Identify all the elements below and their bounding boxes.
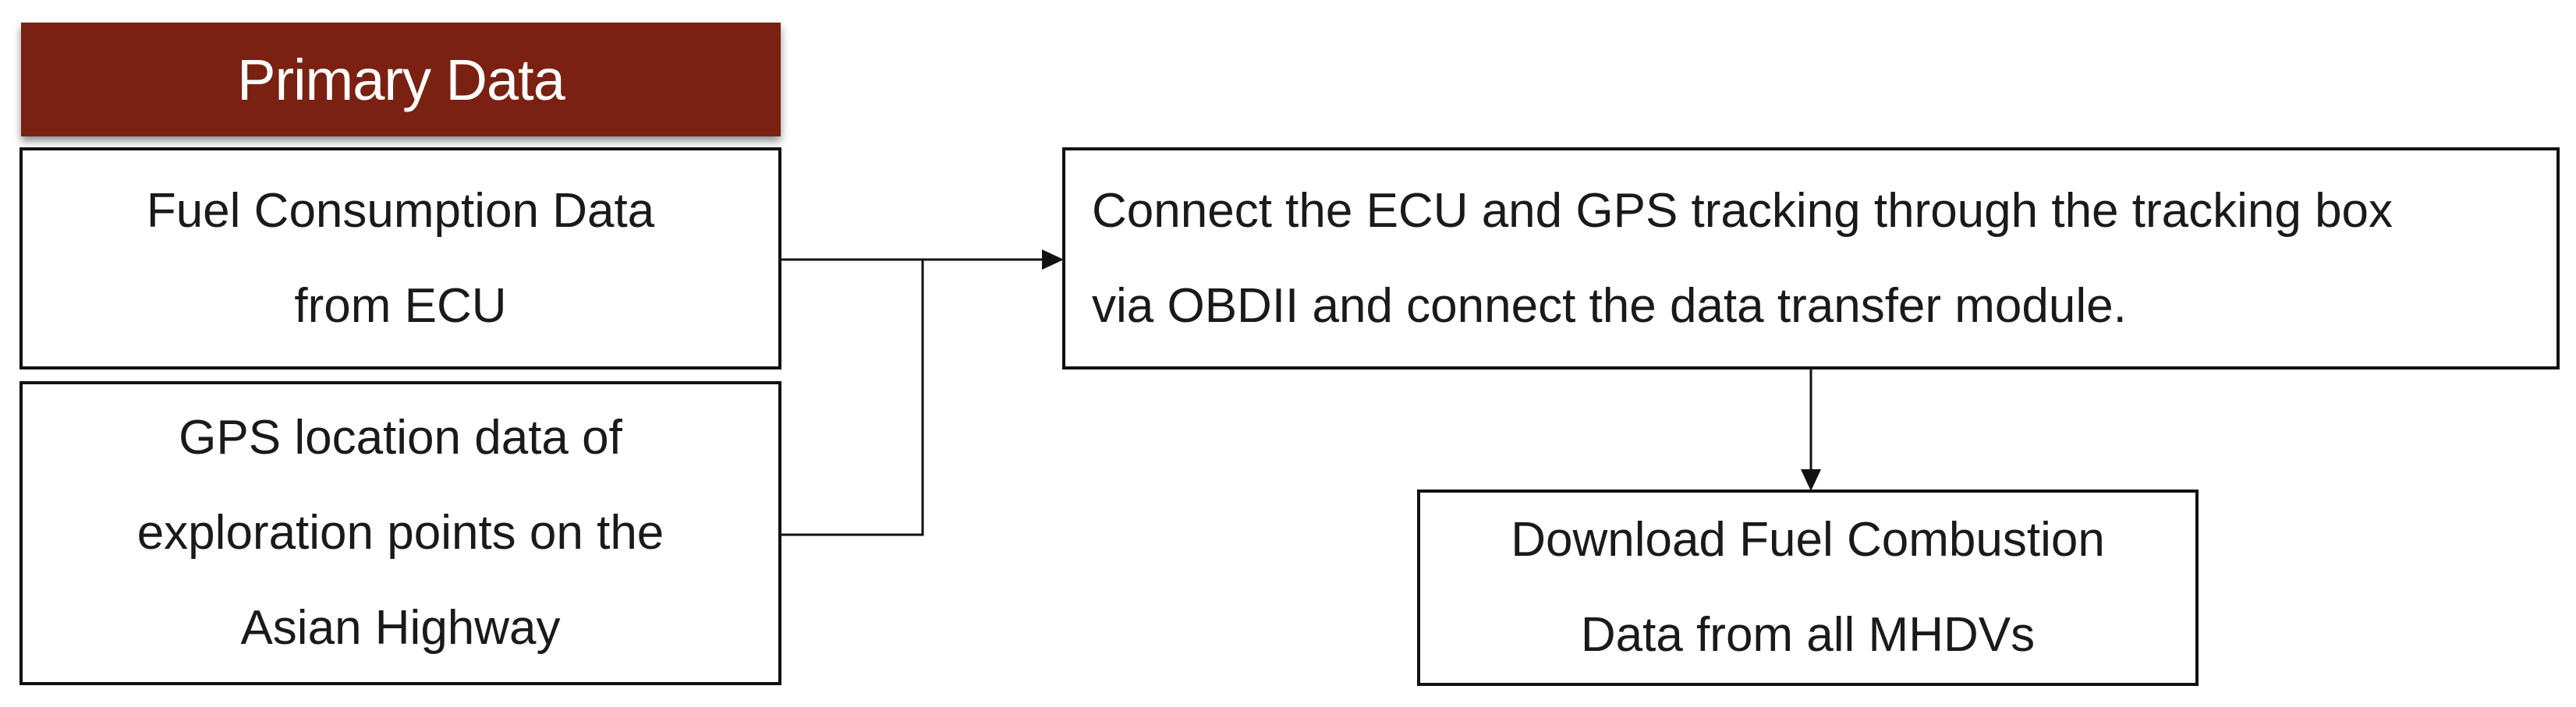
arrowhead-connect — [1042, 249, 1064, 270]
connect-ecu-gps-line-2: via OBDII and connect the data transfer … — [1092, 278, 2127, 333]
download-data-label: Download Fuel Combustion Data from all M… — [1511, 493, 2105, 683]
gps-location-line-1: GPS location data of — [179, 411, 622, 465]
gps-location-node: GPS location data of exploration points … — [19, 381, 781, 685]
primary-data-header: Primary Data — [21, 23, 781, 136]
connect-ecu-gps-node: Connect the ECU and GPS tracking through… — [1062, 147, 2560, 369]
primary-data-title: Primary Data — [237, 47, 565, 112]
gps-location-line-3: Asian Highway — [240, 601, 561, 655]
gps-location-label: GPS location data of exploration points … — [137, 391, 664, 676]
arrowhead-download — [1801, 469, 1821, 491]
gps-location-line-2: exploration points on the — [136, 506, 664, 560]
connect-ecu-gps-label: Connect the ECU and GPS tracking through… — [1092, 164, 2393, 354]
download-data-line-1: Download Fuel Combustion — [1511, 513, 2105, 567]
edge-gps-to-connect — [781, 260, 924, 536]
download-data-node: Download Fuel Combustion Data from all M… — [1417, 490, 2199, 686]
download-data-line-2: Data from all MHDVs — [1580, 608, 2036, 662]
connect-ecu-gps-line-1: Connect the ECU and GPS tracking through… — [1092, 183, 2394, 238]
fuel-consumption-node: Fuel Consumption Data from ECU — [19, 147, 781, 369]
fuel-consumption-line-2: from ECU — [294, 278, 507, 333]
fuel-consumption-line-1: Fuel Consumption Data — [146, 183, 655, 238]
fuel-consumption-label: Fuel Consumption Data from ECU — [147, 164, 654, 354]
